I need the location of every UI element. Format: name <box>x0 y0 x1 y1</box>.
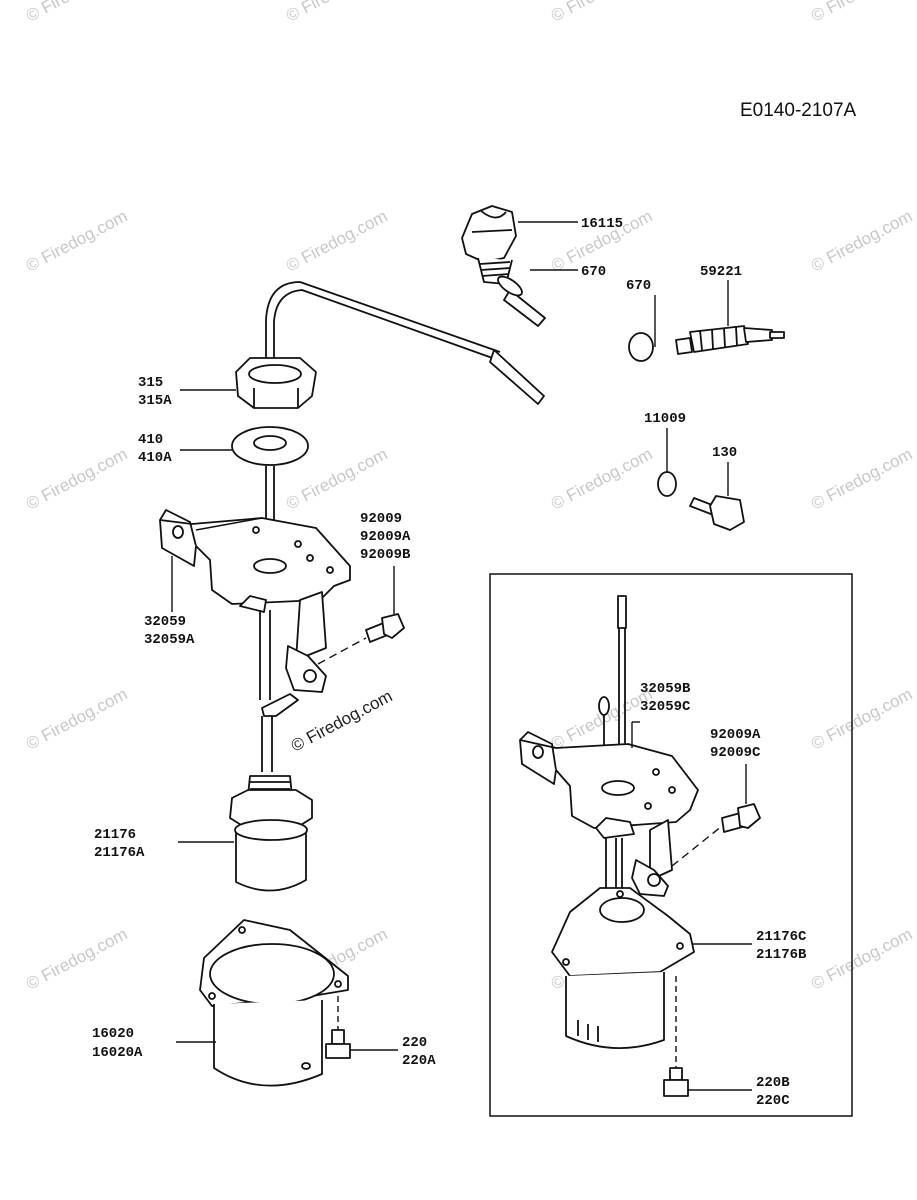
label-32059B: 32059B <box>640 681 691 697</box>
label-21176A: 21176A <box>94 845 145 861</box>
label-16115: 16115 <box>581 216 623 232</box>
probe-rod-drawing <box>265 281 545 405</box>
watermark: © Firedog.com <box>23 206 131 275</box>
part-32059-drawing <box>159 509 351 717</box>
watermark: © Firedog.com <box>548 444 656 513</box>
label-21176: 21176 <box>94 827 136 843</box>
watermark: © Firedog.com <box>808 684 916 753</box>
label-11009: 11009 <box>644 411 686 427</box>
label-220: 220 <box>402 1035 427 1051</box>
label-32059A: 32059A <box>144 632 195 648</box>
part-16020-drawing <box>199 919 349 1087</box>
watermark: © Firedog.com <box>808 206 916 275</box>
part-315-drawing <box>235 357 317 409</box>
label-220A: 220A <box>402 1053 436 1069</box>
watermarks: © Firedog.com © Firedog.com © Firedog.co… <box>23 0 916 994</box>
watermark: © Firedog.com <box>23 684 131 753</box>
watermark: © Firedog.com <box>808 924 916 993</box>
label-32059C: 32059C <box>640 699 691 715</box>
inset-frame <box>489 573 853 1117</box>
label-59221: 59221 <box>700 264 742 280</box>
label-670a: 670 <box>581 264 606 280</box>
label-220B: 220B <box>756 1075 790 1091</box>
label-16020A: 16020A <box>92 1045 143 1061</box>
watermark: © Firedog.com <box>808 0 916 26</box>
label-315A: 315A <box>138 393 172 409</box>
watermark: © Firedog.com <box>23 924 131 993</box>
center-watermark: © Firedog.com <box>288 686 396 755</box>
label-92009B: 92009B <box>360 547 411 563</box>
part-130-drawing <box>657 471 745 531</box>
label-410: 410 <box>138 432 163 448</box>
label-670b: 670 <box>626 278 651 294</box>
label-410A: 410A <box>138 450 172 466</box>
part-92009-drawing <box>317 613 405 665</box>
watermark: © Firedog.com <box>23 444 131 513</box>
watermark: © Firedog.com <box>548 0 656 26</box>
label-92009A: 92009A <box>360 529 411 545</box>
part-410-drawing <box>231 426 309 466</box>
part-59221-drawing <box>628 325 785 362</box>
label-92009: 92009 <box>360 511 402 527</box>
label-21176C: 21176C <box>756 929 807 945</box>
label-16020: 16020 <box>92 1026 134 1042</box>
part-220-drawing <box>325 996 351 1059</box>
label-21176B: 21176B <box>756 947 807 963</box>
label-315: 315 <box>138 375 163 391</box>
leader-32059b <box>195 517 263 531</box>
label-92009C: 92009C <box>710 745 761 761</box>
label-130: 130 <box>712 445 737 461</box>
watermark: © Firedog.com <box>283 0 391 26</box>
label-92009A-inset: 92009A <box>710 727 761 743</box>
watermark: © Firedog.com <box>23 0 131 26</box>
label-32059: 32059 <box>144 614 186 630</box>
part-16115-drawing <box>461 205 546 327</box>
part-21176-drawing <box>229 775 313 892</box>
label-220C: 220C <box>756 1093 790 1109</box>
watermark: © Firedog.com <box>808 444 916 513</box>
inset-assembly-drawing <box>519 595 761 1097</box>
watermark: © Firedog.com <box>283 206 391 275</box>
diagram-code: E0140-2107A <box>740 100 857 121</box>
rod-lower <box>261 716 273 772</box>
